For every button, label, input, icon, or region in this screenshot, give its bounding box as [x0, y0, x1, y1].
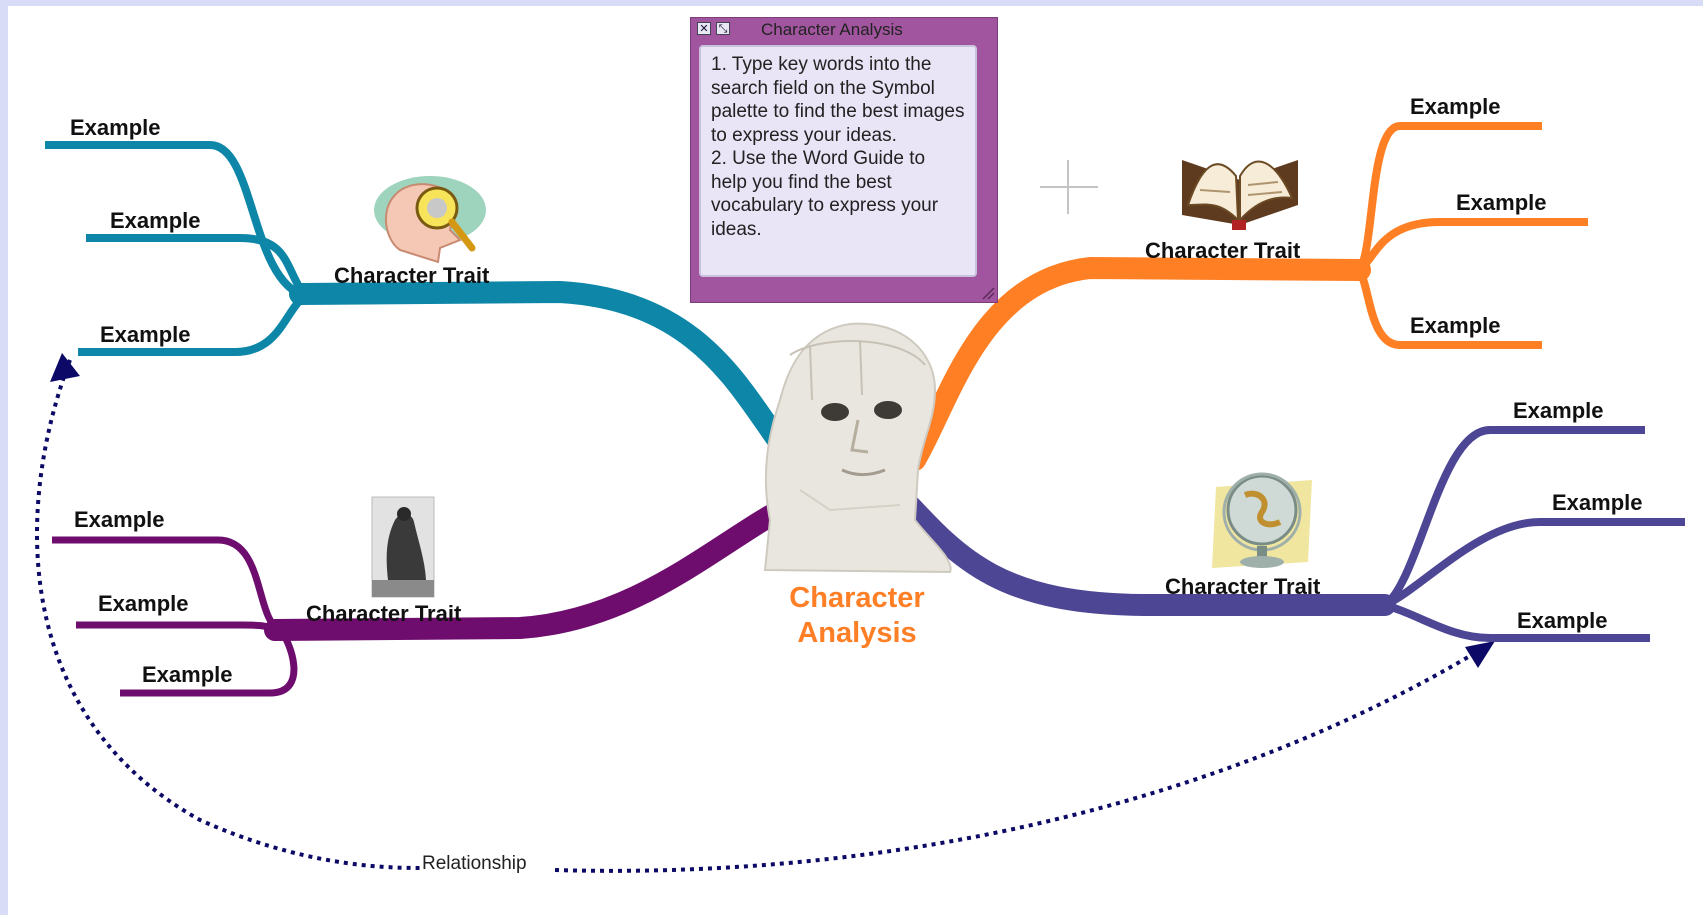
expand-icon[interactable]: ⤡ — [716, 22, 730, 35]
branch-top-right[interactable]: Character Trait Example Example Example — [904, 94, 1588, 471]
crosshair-cursor-icon — [1040, 160, 1098, 214]
branch-label-top-right[interactable]: Character Trait — [1145, 238, 1301, 263]
thinker-statue-icon — [371, 496, 435, 598]
open-book-icon — [1182, 160, 1298, 230]
example-tr-1[interactable]: Example — [1410, 94, 1501, 119]
example-bl-2[interactable]: Example — [98, 591, 189, 616]
example-br-3[interactable]: Example — [1517, 608, 1608, 633]
branch-label-bottom-right[interactable]: Character Trait — [1165, 574, 1321, 599]
note-item-2: 2. Use the Word Guide to help you find t… — [711, 148, 939, 240]
relationship-label[interactable]: Relationship — [422, 853, 527, 874]
central-topic-line1[interactable]: Character — [789, 582, 924, 614]
note-window[interactable]: ✕ ⤡ Character Analysis 1. Type key words… — [690, 17, 998, 303]
example-br-2[interactable]: Example — [1552, 490, 1643, 515]
example-bl-3[interactable]: Example — [142, 662, 233, 687]
globe-icon — [1212, 472, 1312, 568]
example-tl-1[interactable]: Example — [70, 115, 161, 140]
example-tl-2[interactable]: Example — [110, 208, 201, 233]
relationship-arrow-start-icon — [50, 353, 80, 382]
central-topic-line2[interactable]: Analysis — [797, 617, 916, 649]
example-tr-2[interactable]: Example — [1456, 190, 1547, 215]
branch-bottom-right[interactable]: Character Trait Example Example Example — [889, 398, 1685, 642]
note-item-1: 1. Type key words into the search field … — [711, 54, 965, 146]
example-br-1[interactable]: Example — [1513, 398, 1604, 423]
note-body[interactable]: 1. Type key words into the search field … — [699, 45, 977, 277]
branch-top-left[interactable]: Character Trait Example Example Example — [45, 115, 796, 461]
example-tr-3[interactable]: Example — [1410, 313, 1501, 338]
close-icon[interactable]: ✕ — [697, 22, 711, 35]
central-bust-image[interactable] — [763, 322, 952, 574]
branch-label-bottom-left[interactable]: Character Trait — [306, 601, 462, 626]
relationship-arrow-end-icon — [1465, 641, 1495, 668]
branch-bottom-left[interactable]: Character Trait Example Example Example — [52, 494, 801, 697]
note-title-bar[interactable]: ✕ ⤡ Character Analysis — [691, 18, 997, 40]
note-title: Character Analysis — [761, 20, 903, 39]
example-bl-1[interactable]: Example — [74, 507, 165, 532]
head-magnifier-icon — [374, 176, 486, 264]
relationship-connector[interactable]: Relationship — [35, 353, 1495, 874]
example-tl-3[interactable]: Example — [100, 322, 191, 347]
branch-label-top-left[interactable]: Character Trait — [334, 263, 490, 288]
resize-grip-icon[interactable] — [981, 286, 995, 300]
